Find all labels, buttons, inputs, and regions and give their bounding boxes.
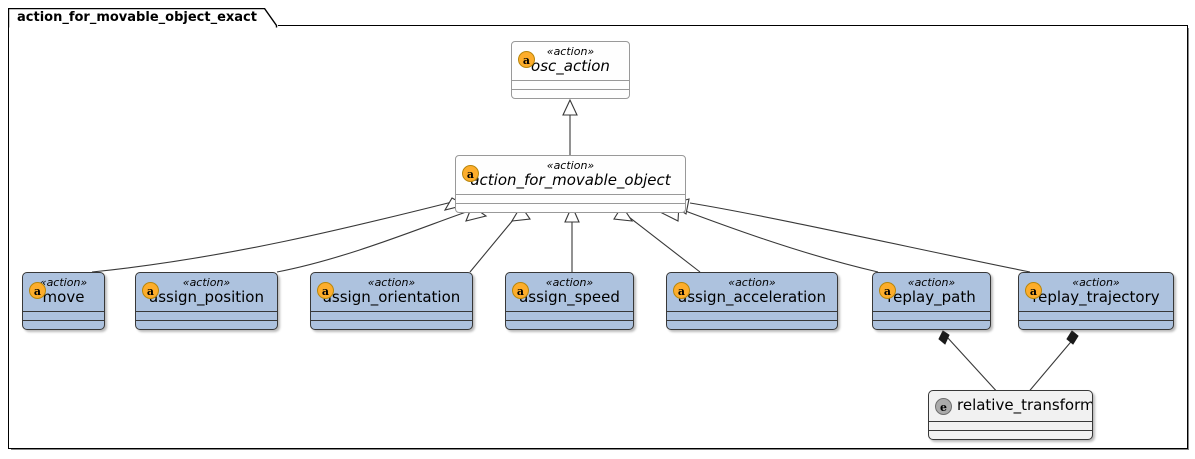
- class-node-assign-acceleration[interactable]: a «action» assign_acceleration: [666, 272, 838, 330]
- class-stereotype: «action»: [728, 276, 776, 289]
- class-stereotype: «action»: [907, 276, 956, 289]
- class-stereotype: «action»: [367, 276, 416, 289]
- class-header: a «action» replay_trajectory: [1019, 273, 1173, 311]
- attributes-compartment: [667, 311, 837, 320]
- class-name: action_for_movable_object: [470, 171, 671, 189]
- enum-icon: e: [935, 398, 952, 415]
- abstract-class-icon: a: [317, 282, 334, 299]
- attributes-compartment: [506, 311, 633, 320]
- attributes-compartment: [456, 194, 685, 203]
- class-stereotype: «action»: [1072, 276, 1120, 289]
- class-header: a «action» osc_action: [512, 42, 629, 80]
- class-name: assign_orientation: [322, 288, 461, 306]
- attributes-compartment: [311, 311, 472, 320]
- operations-compartment: [1019, 320, 1173, 329]
- class-stereotype: «action»: [182, 276, 231, 289]
- class-name: osc_action: [531, 57, 610, 75]
- abstract-class-icon: a: [142, 282, 159, 299]
- class-node-action-for-movable-object[interactable]: a «action» action_for_movable_object: [455, 155, 686, 213]
- operations-compartment: [506, 320, 633, 329]
- operations-compartment: [23, 320, 104, 329]
- class-name: move: [42, 288, 85, 306]
- class-stereotype: «action»: [39, 276, 88, 289]
- class-stereotype: «action»: [546, 45, 595, 58]
- class-header: a «action» assign_acceleration: [667, 273, 837, 311]
- package-tab: [8, 8, 278, 28]
- enum-header: e relative_transform: [929, 391, 1092, 421]
- abstract-class-icon: a: [879, 282, 896, 299]
- abstract-class-icon: a: [673, 282, 690, 299]
- class-node-move[interactable]: a «action» move: [22, 272, 105, 330]
- operations-compartment: [456, 203, 685, 212]
- operations-compartment: [667, 320, 837, 329]
- operations-compartment: [512, 89, 629, 98]
- attributes-compartment: [873, 311, 990, 320]
- enum-name: relative_transform: [957, 396, 1093, 414]
- class-node-replay-path[interactable]: a «action» replay_path: [872, 272, 991, 330]
- class-header: a «action» assign_speed: [506, 273, 633, 311]
- abstract-class-icon: a: [518, 51, 535, 68]
- class-node-assign-position[interactable]: a «action» assign_position: [135, 272, 278, 330]
- attributes-compartment: [23, 311, 104, 320]
- class-name: assign_position: [149, 288, 264, 306]
- operations-compartment: [311, 320, 472, 329]
- attributes-compartment: [1019, 311, 1173, 320]
- enum-literals-compartment: [929, 421, 1092, 430]
- class-header: a «action» assign_orientation: [311, 273, 472, 311]
- attributes-compartment: [512, 80, 629, 89]
- class-node-assign-speed[interactable]: a «action» assign_speed: [505, 272, 634, 330]
- class-name: assign_acceleration: [678, 288, 826, 306]
- attributes-compartment: [136, 311, 277, 320]
- package-title: action_for_movable_object_exact: [17, 10, 257, 25]
- operations-compartment: [136, 320, 277, 329]
- abstract-class-icon: a: [1025, 282, 1042, 299]
- abstract-class-icon: a: [29, 282, 46, 299]
- class-name: replay_trajectory: [1032, 288, 1160, 306]
- abstract-class-icon: a: [512, 282, 529, 299]
- enum-node-relative-transform[interactable]: e relative_transform: [928, 390, 1093, 440]
- class-header: a «action» assign_position: [136, 273, 277, 311]
- class-header: a «action» action_for_movable_object: [456, 156, 685, 194]
- class-name: assign_speed: [519, 288, 620, 306]
- abstract-class-icon: a: [462, 165, 479, 182]
- class-stereotype: «action»: [546, 159, 595, 172]
- class-stereotype: «action»: [545, 276, 594, 289]
- class-node-assign-orientation[interactable]: a «action» assign_orientation: [310, 272, 473, 330]
- class-node-replay-trajectory[interactable]: a «action» replay_trajectory: [1018, 272, 1174, 330]
- class-header: a «action» replay_path: [873, 273, 990, 311]
- class-name: replay_path: [887, 288, 976, 306]
- class-node-osc-action[interactable]: a «action» osc_action: [511, 41, 630, 99]
- enum-operations-compartment: [929, 430, 1092, 439]
- class-header: a «action» move: [23, 273, 104, 311]
- operations-compartment: [873, 320, 990, 329]
